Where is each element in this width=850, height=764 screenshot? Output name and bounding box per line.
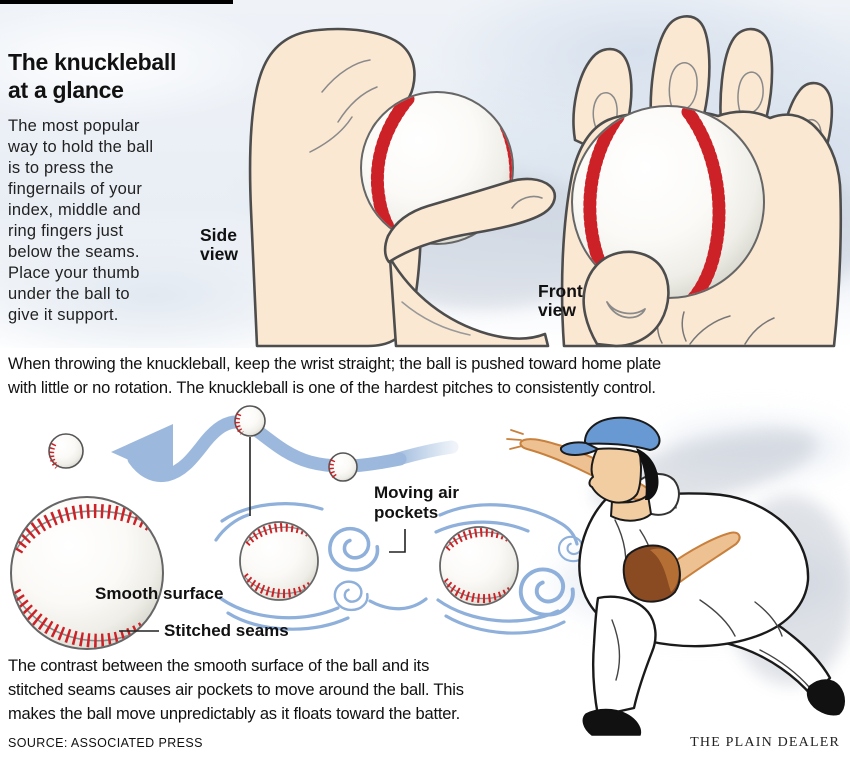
flight-path [111, 415, 459, 483]
mid-ball-illustration [239, 521, 319, 601]
pitcher-front-leg [592, 595, 657, 718]
pitcher-cap-crown [583, 416, 661, 451]
page-title: The knuckleball at a glance [8, 49, 177, 103]
throw-note-text: When throwing the knuckleball, keep the … [8, 355, 661, 397]
front-thumb-nail [606, 301, 646, 319]
flight-ball-2 [234, 405, 266, 437]
pitcher-hand-fingers [506, 429, 524, 450]
front-view-hand-illustration [560, 15, 843, 348]
air-swirl-icon [333, 580, 369, 612]
flight-ball-3 [328, 452, 358, 482]
pitcher-glove-forearm [667, 531, 741, 583]
side-hand-palm [388, 256, 550, 348]
side-hand-thumb [383, 177, 557, 264]
side-wrist-crease [401, 301, 471, 336]
pitcher-glove-highlight [650, 548, 679, 592]
air-swirl-icon [328, 526, 380, 572]
smooth-surface-label: Smooth surface [95, 584, 224, 603]
intro-text: The most popular way to hold the ball is… [8, 117, 154, 324]
air-swirl-icon [518, 567, 575, 617]
leader-lines [119, 437, 406, 632]
front-view-label: Front view [538, 281, 583, 320]
top-rule [0, 0, 233, 4]
source-credit: SOURCE: ASSOCIATED PRESS [8, 736, 203, 750]
publisher-credit: THE PLAIN DEALER [690, 735, 840, 750]
large-ball-illustration [10, 496, 164, 650]
air-pockets-label: Moving air pockets [374, 483, 460, 522]
flight-ball-1 [48, 433, 84, 469]
pitcher-face [588, 447, 642, 504]
explanation-text: The contrast between the smooth surface … [8, 657, 464, 723]
pitcher-front-shoe [582, 708, 642, 736]
side-hand-knuckle-creases [309, 59, 378, 153]
pitcher-back-shoe [806, 679, 845, 716]
air-pockets-leader-line [389, 529, 406, 553]
pitcher-hair [636, 448, 659, 500]
side-thumb-nail [511, 195, 543, 209]
pitcher-cap-brim [559, 441, 599, 456]
front-hand-thumb [582, 250, 670, 348]
pitcher-illustration [506, 416, 850, 736]
stitched-seams-label: Stitched seams [164, 621, 289, 640]
side-view-label: Side view [200, 225, 238, 264]
path-arrow-icon [111, 424, 173, 480]
flight-balls [48, 405, 358, 482]
flight-path-ribbon [127, 415, 407, 483]
right-ball-illustration [439, 526, 519, 606]
